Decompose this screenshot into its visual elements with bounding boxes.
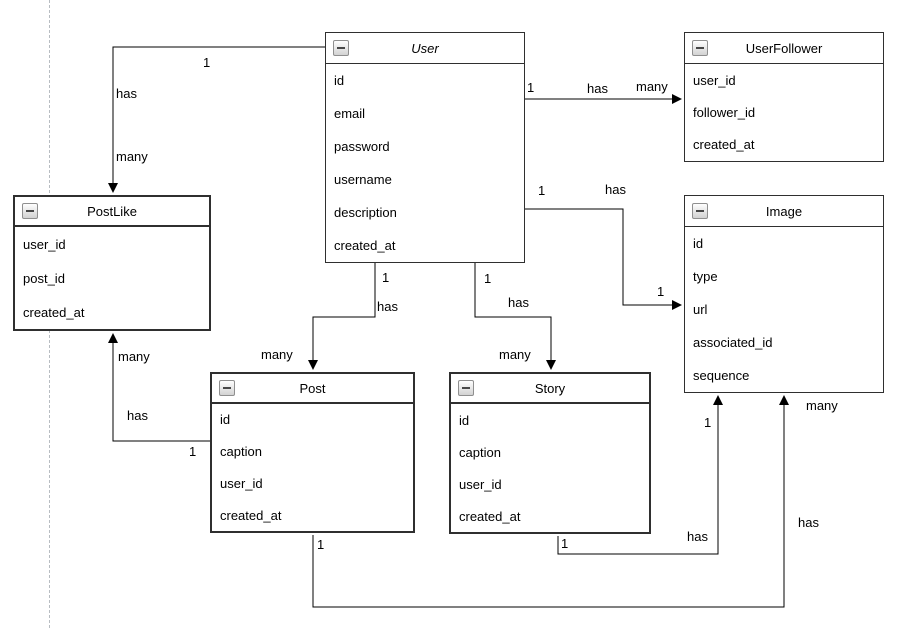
edge-label-verb[interactable]: has: [126, 408, 149, 423]
connector-post-postlike[interactable]: [108, 333, 210, 442]
edge-label-cardinality[interactable]: many: [117, 349, 151, 364]
field-row[interactable]: created_at: [334, 238, 396, 253]
field-row[interactable]: caption: [220, 444, 262, 460]
edge-label-cardinality[interactable]: 1: [560, 536, 570, 551]
field-row[interactable]: type: [693, 269, 718, 284]
collapse-minus-icon[interactable]: [458, 380, 474, 396]
field-row[interactable]: caption: [459, 444, 501, 460]
collapse-minus-icon[interactable]: [692, 40, 708, 56]
minus-glyph: [223, 387, 231, 389]
collapse-minus-icon[interactable]: [692, 203, 708, 219]
connector-user-story[interactable]: [474, 263, 556, 370]
edge-label-cardinality[interactable]: many: [260, 347, 294, 362]
connector-story-image[interactable]: [557, 395, 723, 555]
field-row[interactable]: user_id: [693, 72, 736, 88]
edge-label-cardinality[interactable]: 1: [537, 183, 547, 198]
minus-glyph: [337, 47, 345, 49]
field-row[interactable]: created_at: [23, 304, 85, 320]
entity-title: Story: [534, 380, 566, 396]
edge-label-cardinality[interactable]: 1: [656, 284, 666, 299]
collapse-minus-icon[interactable]: [219, 380, 235, 396]
entity-postlike-header[interactable]: PostLike: [15, 197, 209, 227]
minus-glyph: [696, 210, 704, 212]
edge-label-cardinality[interactable]: many: [635, 79, 669, 94]
edge-label-verb[interactable]: has: [686, 529, 709, 544]
edge-label-cardinality[interactable]: 1: [316, 537, 326, 552]
entity-story[interactable]: Story id caption user_id created_at: [449, 372, 651, 534]
entity-title: User: [411, 40, 439, 56]
field-row[interactable]: created_at: [459, 508, 521, 524]
minus-glyph: [462, 387, 470, 389]
connector-user-image[interactable]: [525, 208, 682, 310]
collapse-minus-icon[interactable]: [22, 203, 38, 219]
field-row[interactable]: url: [693, 302, 708, 317]
edge-label-cardinality[interactable]: 1: [703, 415, 713, 430]
collapse-minus-icon[interactable]: [333, 40, 349, 56]
entity-user[interactable]: User id email password username descript…: [325, 32, 525, 263]
entity-userfollower[interactable]: UserFollower user_id follower_id created…: [684, 32, 884, 162]
field-row[interactable]: follower_id: [693, 104, 756, 120]
field-row[interactable]: id: [459, 412, 470, 428]
field-row[interactable]: post_id: [23, 270, 65, 286]
entity-story-header[interactable]: Story: [451, 374, 649, 404]
field-row[interactable]: sequence: [693, 368, 750, 383]
edge-label-cardinality[interactable]: 1: [483, 271, 493, 286]
field-row[interactable]: created_at: [220, 507, 282, 523]
edge-label-verb[interactable]: has: [797, 515, 820, 530]
entity-user-header[interactable]: User: [326, 33, 524, 64]
edge-label-verb[interactable]: has: [586, 81, 609, 96]
edge-label-cardinality[interactable]: many: [805, 398, 839, 413]
field-row[interactable]: id: [220, 412, 231, 428]
field-row[interactable]: user_id: [459, 476, 502, 492]
edge-label-verb[interactable]: has: [376, 299, 399, 314]
field-row[interactable]: id: [693, 236, 704, 251]
connector-user-post[interactable]: [308, 263, 376, 370]
entity-post[interactable]: Post id caption user_id created_at: [210, 372, 415, 533]
edge-label-verb[interactable]: has: [507, 295, 530, 310]
connector-post-image[interactable]: [312, 395, 789, 608]
entity-title: UserFollower: [745, 40, 823, 56]
entity-image-header[interactable]: Image: [685, 196, 883, 227]
edge-label-cardinality[interactable]: 1: [202, 55, 212, 70]
connector-user-postlike[interactable]: [108, 46, 325, 193]
field-row[interactable]: id: [334, 73, 345, 88]
field-row[interactable]: created_at: [693, 137, 755, 153]
minus-glyph: [696, 47, 704, 49]
edge-label-cardinality[interactable]: 1: [188, 444, 198, 459]
edge-label-cardinality[interactable]: many: [498, 347, 532, 362]
field-row[interactable]: description: [334, 205, 397, 220]
field-row[interactable]: user_id: [23, 236, 66, 252]
entity-postlike[interactable]: PostLike user_id post_id created_at: [13, 195, 211, 331]
field-row[interactable]: email: [334, 106, 366, 121]
field-row[interactable]: associated_id: [693, 335, 773, 350]
edge-label-cardinality[interactable]: many: [115, 149, 149, 164]
edge-label-cardinality[interactable]: 1: [526, 80, 536, 95]
edge-label-verb[interactable]: has: [115, 86, 138, 101]
field-row[interactable]: password: [334, 139, 390, 154]
entity-title: Post: [299, 380, 326, 396]
minus-glyph: [26, 210, 34, 212]
entity-post-header[interactable]: Post: [212, 374, 413, 404]
field-row[interactable]: username: [334, 172, 392, 187]
entity-title: Image: [765, 203, 803, 219]
edge-label-verb[interactable]: has: [604, 182, 627, 197]
edge-label-cardinality[interactable]: 1: [381, 270, 391, 285]
entity-image[interactable]: Image id type url associated_id sequence: [684, 195, 884, 393]
entity-title: PostLike: [87, 203, 137, 219]
field-row[interactable]: user_id: [220, 475, 263, 491]
entity-userfollower-header[interactable]: UserFollower: [685, 33, 883, 64]
